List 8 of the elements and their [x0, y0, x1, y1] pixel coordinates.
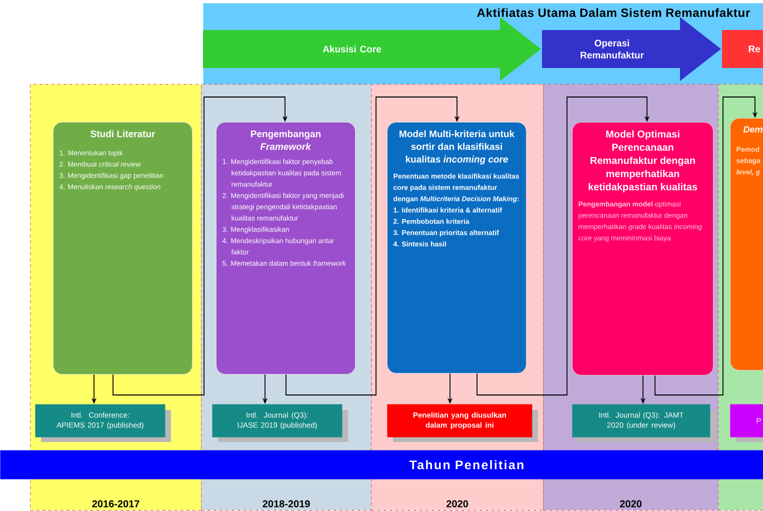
stage-banner: Operasi Remanufaktur: [542, 17, 721, 81]
connector-arrow: [286, 96, 460, 396]
stage-banner: Akusisi Core: [203, 17, 541, 81]
connector-arrow: [476, 96, 650, 396]
timeline-bar: Tahun Penelitian: [0, 450, 763, 480]
connector-arrow: [112, 96, 288, 396]
connector-arrow: [654, 96, 758, 396]
stage-banner: Re: [722, 30, 763, 68]
